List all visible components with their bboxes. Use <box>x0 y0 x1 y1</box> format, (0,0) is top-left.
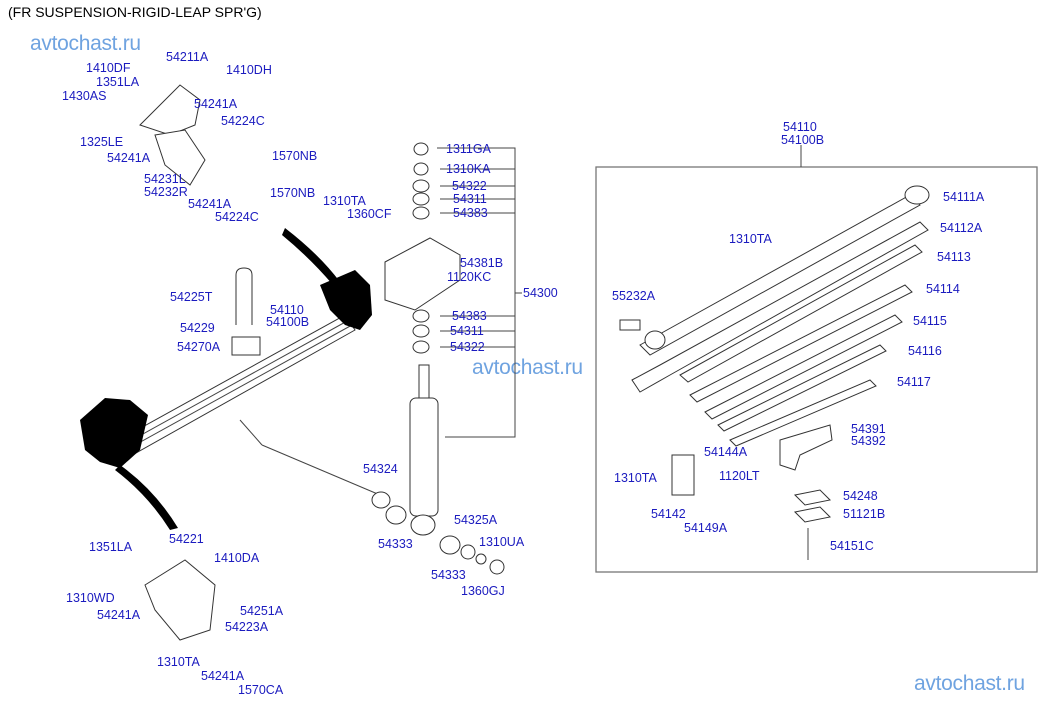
part-label[interactable]: 1310UA <box>479 535 525 549</box>
part-label[interactable]: 1570CA <box>238 683 284 697</box>
part-label[interactable]: 55232A <box>612 289 656 303</box>
watermark-bottom-right: avtochast.ru <box>914 672 1025 695</box>
diagram-title: (FR SUSPENSION-RIGID-LEAP SPR'G) <box>8 4 262 20</box>
part-label[interactable]: 1351LA <box>89 540 133 554</box>
watermark-center: avtochast.ru <box>472 356 583 379</box>
part-label[interactable]: 1120KC <box>447 270 492 284</box>
shock-absorber <box>409 364 439 536</box>
part-label[interactable]: 1360CF <box>347 207 392 221</box>
part-label[interactable]: 54110 <box>783 120 817 134</box>
watermark-top-left: avtochast.ru <box>30 32 141 55</box>
part-label[interactable]: 54223A <box>225 620 269 634</box>
part-label[interactable]: 54117 <box>897 375 931 389</box>
part-label[interactable]: 54116 <box>908 344 942 358</box>
part-label[interactable]: 54229 <box>180 321 215 335</box>
leaf-assembly-box <box>595 166 1038 573</box>
part-label[interactable]: 54241A <box>97 608 141 622</box>
part-label[interactable]: 1351LA <box>96 75 140 89</box>
part-label[interactable]: 54224C <box>215 210 259 224</box>
part-label[interactable]: 54270A <box>177 340 221 354</box>
part-label[interactable]: 1310TA <box>614 471 657 485</box>
part-label[interactable]: 1310KA <box>446 162 491 176</box>
part-label[interactable]: 54221 <box>169 532 204 546</box>
part-label[interactable]: 1410DA <box>214 551 260 565</box>
part-label[interactable]: 1310TA <box>157 655 200 669</box>
part-label[interactable]: 54333 <box>378 537 413 551</box>
part-label[interactable]: 54383 <box>453 206 488 220</box>
part-label[interactable]: 54391 <box>851 422 886 436</box>
part-label[interactable]: 54241A <box>194 97 238 111</box>
leaf-spring-stack <box>619 185 930 447</box>
part-label[interactable]: 1120LT <box>719 469 760 483</box>
part-label[interactable]: 54144A <box>704 445 748 459</box>
part-label[interactable]: 1310TA <box>729 232 772 246</box>
part-label[interactable]: 1570NB <box>270 186 316 200</box>
part-label[interactable]: 54225T <box>170 290 213 304</box>
part-label[interactable]: 54392 <box>851 434 886 448</box>
part-label[interactable]: 54324 <box>363 462 398 476</box>
part-label[interactable]: 54110 <box>270 303 304 317</box>
part-label[interactable]: 54114 <box>926 282 960 296</box>
frame-silhouette <box>80 398 148 468</box>
part-label[interactable]: 54111A <box>943 190 985 204</box>
part-label[interactable]: 1430AS <box>62 89 107 103</box>
part-label[interactable]: 54333 <box>431 568 466 582</box>
part-label[interactable]: 54300 <box>523 286 558 300</box>
part-label[interactable]: 54151C <box>830 539 874 553</box>
part-label[interactable]: 1360GJ <box>461 584 505 598</box>
part-label[interactable]: 51121B <box>843 507 886 521</box>
part-label[interactable]: 1310WD <box>66 591 115 605</box>
part-label[interactable]: 1410DH <box>226 63 272 77</box>
part-label[interactable]: 1311GA <box>446 142 491 156</box>
part-label[interactable]: 54115 <box>913 314 947 328</box>
part-label[interactable]: 54241A <box>201 669 245 683</box>
part-label[interactable]: 54113 <box>937 250 971 264</box>
part-label[interactable]: 54311 <box>453 192 487 206</box>
part-label[interactable]: 54149A <box>684 521 728 535</box>
part-label[interactable]: 54231L <box>144 172 186 186</box>
part-label[interactable]: 54232R <box>144 185 188 199</box>
part-label[interactable]: 54100B <box>266 315 310 329</box>
part-label[interactable]: 54322 <box>452 179 487 193</box>
part-label[interactable]: 54251A <box>240 604 284 618</box>
part-label[interactable]: 54383 <box>452 309 487 323</box>
part-label[interactable]: 54112A <box>940 221 983 235</box>
part-label[interactable]: 54381B <box>460 256 504 270</box>
part-label[interactable]: 54241A <box>107 151 151 165</box>
part-label[interactable]: 1325LE <box>80 135 124 149</box>
part-label[interactable]: 1410DF <box>86 61 131 75</box>
part-label[interactable]: 54322 <box>450 340 485 354</box>
part-label[interactable]: 54241A <box>188 197 232 211</box>
part-label[interactable]: 1570NB <box>272 149 318 163</box>
part-label[interactable]: 54248 <box>843 489 878 503</box>
part-label[interactable]: 54325A <box>454 513 498 527</box>
part-label[interactable]: 54311 <box>450 324 484 338</box>
part-label[interactable]: 54224C <box>221 114 265 128</box>
part-label[interactable]: 54100B <box>781 133 825 147</box>
part-label[interactable]: 54211A <box>166 50 209 64</box>
part-label[interactable]: 1310TA <box>323 194 366 208</box>
part-label[interactable]: 54142 <box>651 507 686 521</box>
